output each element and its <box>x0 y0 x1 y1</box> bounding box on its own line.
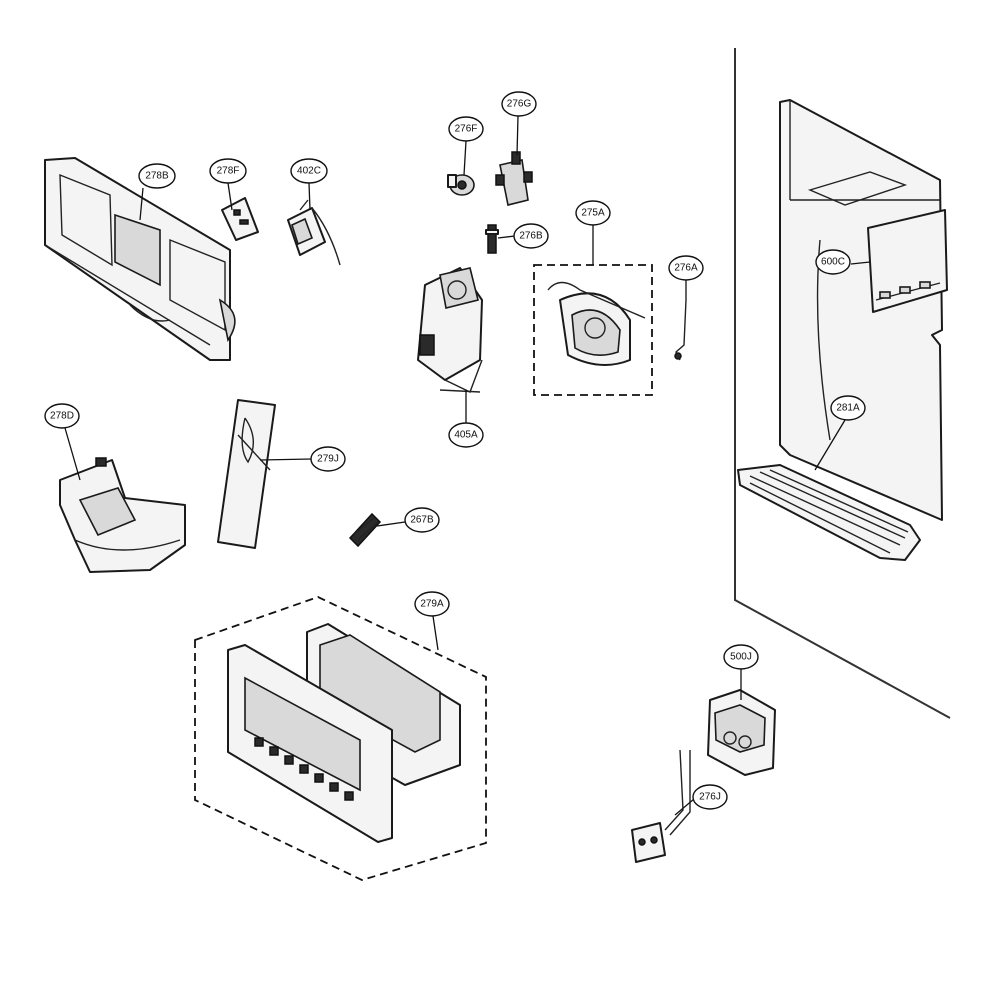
part-405A <box>417 267 483 393</box>
part-278D <box>59 457 186 573</box>
callout-278F: 278F <box>209 158 247 184</box>
callout-278B: 278B <box>138 163 176 189</box>
callout-276J: 276J <box>692 784 728 810</box>
callout-label-500J: 500J <box>730 652 752 663</box>
callout-label-281A: 281A <box>836 403 860 414</box>
callout-label-279J: 279J <box>317 454 339 465</box>
callout-276A: 276A <box>668 255 704 281</box>
part-267B <box>348 512 382 548</box>
part-278F <box>221 197 259 241</box>
callout-500J: 500J <box>723 644 759 670</box>
part-276F <box>447 174 475 196</box>
part-279J <box>217 399 276 549</box>
leader-lines <box>64 115 871 816</box>
part-276A <box>674 299 687 361</box>
callout-label-276G: 276G <box>507 99 532 110</box>
callout-label-267B: 267B <box>410 515 434 526</box>
callout-label-275A: 275A <box>581 208 605 219</box>
callout-600C: 600C <box>815 249 851 275</box>
callout-label-278F: 278F <box>217 166 240 177</box>
callout-281A: 281A <box>830 395 866 421</box>
part-402C <box>287 199 341 266</box>
callout-label-600C: 600C <box>821 257 845 268</box>
callout-276F: 276F <box>448 116 484 142</box>
callout-label-276F: 276F <box>455 124 478 135</box>
callout-label-279A: 279A <box>420 599 444 610</box>
part-278B <box>44 157 236 361</box>
callout-279A: 279A <box>414 591 450 617</box>
part-281A <box>737 464 921 561</box>
part-276B <box>485 224 499 254</box>
callout-label-276A: 276A <box>674 263 698 274</box>
callout-279J: 279J <box>310 446 346 472</box>
callout-402C: 402C <box>290 158 328 184</box>
group-box-279A <box>194 596 487 881</box>
callout-278D: 278D <box>44 403 80 429</box>
callout-label-278D: 278D <box>50 411 74 422</box>
callout-label-405A: 405A <box>454 430 478 441</box>
part-500J <box>707 689 776 776</box>
callout-label-278B: 278B <box>145 171 169 182</box>
callout-405A: 405A <box>448 422 484 448</box>
callout-267B: 267B <box>404 507 440 533</box>
door-cabinet <box>734 48 951 719</box>
callout-275A: 275A <box>575 200 611 226</box>
callout-276B: 276B <box>513 223 549 249</box>
part-279A <box>227 623 461 843</box>
callout-label-276B: 276B <box>519 231 543 242</box>
part-276G <box>495 151 533 206</box>
callout-276G: 276G <box>501 91 537 117</box>
part-276J <box>631 749 691 863</box>
callout-label-402C: 402C <box>297 166 321 177</box>
part-600C <box>867 209 948 313</box>
callout-label-276J: 276J <box>699 792 721 803</box>
part-275A <box>547 281 646 366</box>
